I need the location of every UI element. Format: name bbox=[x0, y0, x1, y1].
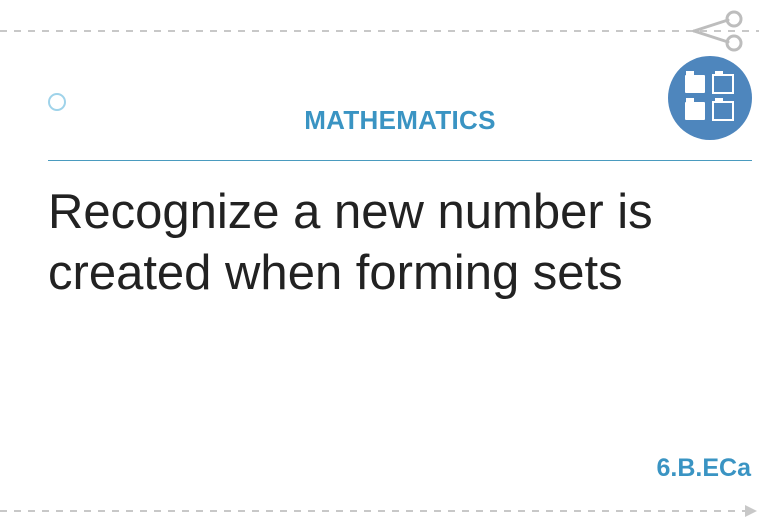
card-title: Recognize a new number is created when f… bbox=[48, 185, 653, 300]
cut-line-top bbox=[0, 30, 759, 32]
subject-label: MATHEMATICS bbox=[304, 105, 496, 135]
cut-line-bottom bbox=[0, 505, 757, 517]
hole-punch-icon bbox=[48, 93, 66, 111]
grid-blocks-icon bbox=[668, 56, 752, 140]
standard-code: 6.B.ECa bbox=[656, 454, 751, 482]
scissors-icon bbox=[692, 10, 743, 52]
divider-rule bbox=[48, 160, 752, 161]
